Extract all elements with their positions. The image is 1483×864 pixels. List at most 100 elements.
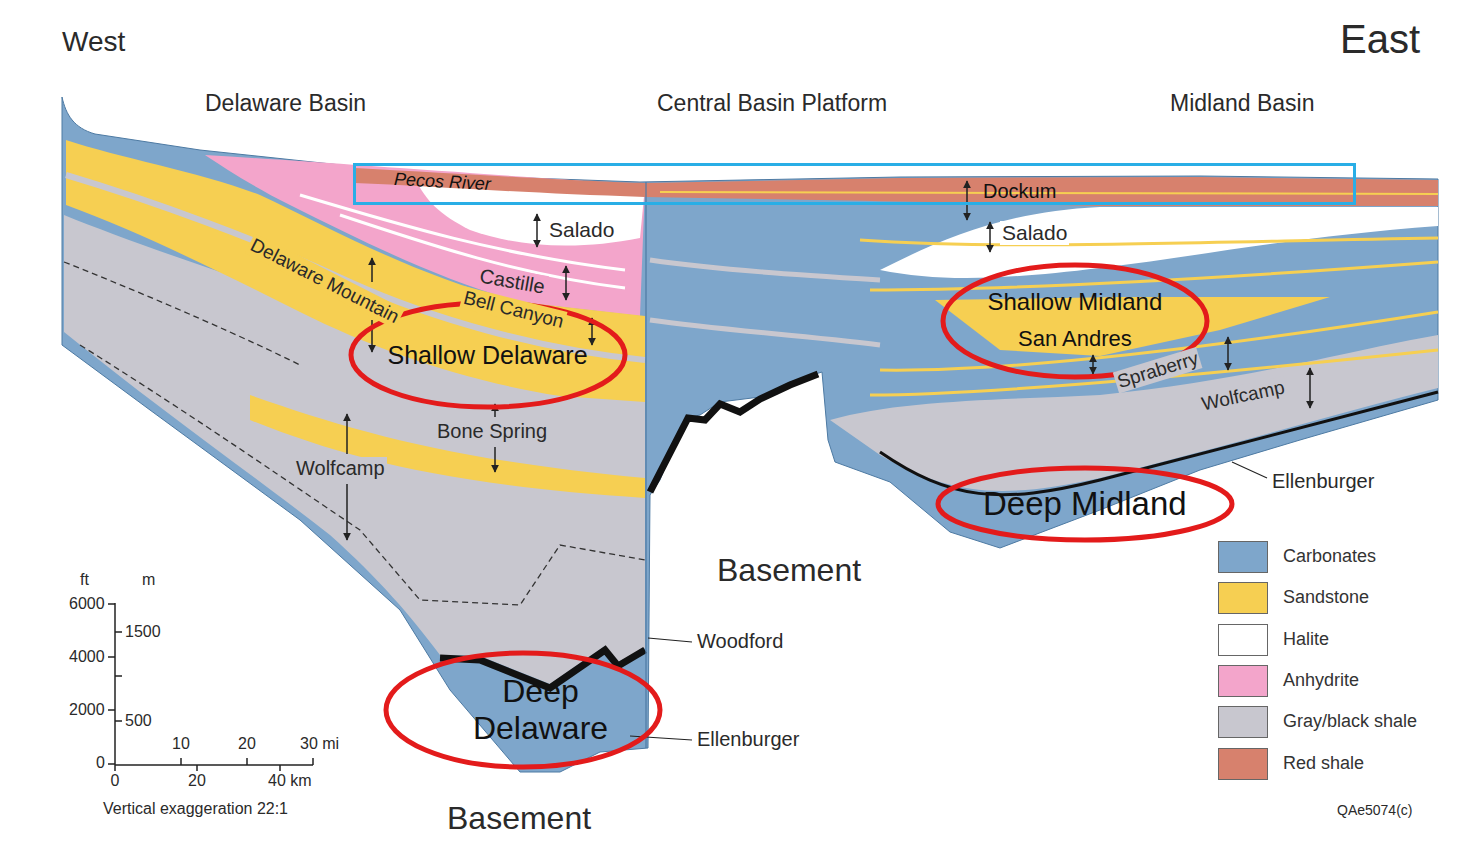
scale-tick	[115, 631, 122, 633]
direction-label: West	[62, 26, 125, 58]
sandstone-layer	[250, 395, 645, 498]
highlight-box: Pecos River Dockum	[353, 163, 1356, 205]
scale-tick	[108, 763, 115, 765]
scale-number: 1500	[125, 623, 161, 641]
thickness-arrow	[1309, 368, 1311, 408]
ellipse-outline	[386, 653, 660, 767]
legend-label: Sandstone	[1283, 587, 1369, 608]
scale-note: Vertical exaggeration 22:1	[103, 800, 288, 818]
scale-number: 20	[238, 735, 256, 753]
legend-label: Halite	[1283, 629, 1329, 650]
scale-number: 0	[96, 754, 105, 772]
thickness-arrow	[989, 222, 991, 252]
legend: CarbonatesSandstoneHaliteAnhydriteGray/b…	[1218, 541, 1458, 791]
legend-row: Red shale	[1218, 748, 1448, 782]
thickness-arrow	[1227, 337, 1229, 370]
figure-code: QAe5074(c)	[1337, 802, 1412, 818]
basement-label: Basement	[447, 800, 591, 837]
scale-bar	[108, 603, 313, 771]
region-label: Central Basin Platform	[657, 90, 887, 116]
legend-swatch	[1218, 624, 1268, 656]
legend-swatch	[1218, 665, 1268, 697]
ellipse-outline	[938, 468, 1232, 540]
legend-label: Gray/black shale	[1283, 711, 1417, 732]
scale-unit: m	[142, 571, 155, 589]
scale-tick	[279, 765, 281, 771]
formation-label: Ellenburger	[1272, 470, 1374, 493]
shale-stripe	[650, 320, 880, 345]
formation-label: Woodford	[697, 630, 783, 653]
woodford-shale	[650, 374, 818, 492]
legend-row: Anhydrite	[1218, 665, 1448, 699]
scale-number: 30 mi	[300, 735, 339, 753]
thickness-arrow	[536, 214, 538, 247]
sandstone-stripe	[860, 238, 1438, 245]
scale-tick	[108, 656, 115, 658]
scale-tick	[180, 758, 182, 765]
legend-row: Gray/black shale	[1218, 706, 1448, 740]
legend-swatch	[1218, 582, 1268, 614]
scale-unit: ft	[80, 571, 89, 589]
legend-swatch	[1218, 706, 1268, 738]
play-label: Shallow Midland	[988, 288, 1163, 316]
scale-number: 20	[188, 772, 206, 790]
scale-number: 500	[125, 712, 152, 730]
region-label: Midland Basin	[1170, 90, 1314, 116]
leader-line	[648, 638, 692, 642]
legend-label: Carbonates	[1283, 546, 1376, 567]
legend-swatch	[1218, 748, 1268, 780]
target-ellipse: Deep Midland	[935, 465, 1235, 543]
scale-number: 40 km	[268, 772, 312, 790]
thickness-arrow	[371, 258, 373, 282]
thickness-arrow	[346, 414, 348, 454]
leader-line	[1232, 462, 1267, 478]
scale-number: 2000	[69, 701, 105, 719]
thickness-arrow	[1092, 355, 1094, 374]
legend-label: Red shale	[1283, 753, 1364, 774]
thickness-arrow	[565, 266, 567, 300]
direction-label: East	[1340, 16, 1420, 62]
carbonate-layer	[62, 97, 1438, 772]
legend-row: Sandstone	[1218, 582, 1448, 616]
scale-number: 4000	[69, 648, 105, 666]
scale-tick	[312, 758, 314, 765]
region-label: Delaware Basin	[205, 90, 366, 116]
formation-label: Dockum	[983, 180, 1056, 203]
formation-label: Bone Spring	[435, 420, 549, 443]
formation-label: San Andres	[1018, 326, 1132, 351]
formation-label: Salado	[547, 218, 616, 242]
legend-label: Anhydrite	[1283, 670, 1359, 691]
basement-label: Basement	[717, 552, 861, 589]
play-label: Deep Midland	[983, 485, 1187, 523]
outline-shape	[356, 166, 1359, 208]
scale-axis	[114, 603, 116, 765]
woodford-shale	[880, 392, 1438, 495]
formation-label: Salado	[1000, 221, 1069, 245]
thickness-arrow	[346, 484, 348, 540]
formation-boundary	[80, 345, 645, 605]
scale-number: 10	[172, 735, 190, 753]
formation-label: Ellenburger	[697, 728, 799, 751]
scale-axis	[115, 764, 313, 766]
legend-swatch	[1218, 541, 1268, 573]
scale-tick	[108, 709, 115, 711]
formation-label: Wolfcamp	[294, 457, 387, 480]
thickness-arrow	[494, 447, 496, 472]
scale-tick	[108, 603, 115, 605]
shale-stripe	[650, 260, 880, 280]
scale-tick	[115, 720, 122, 722]
scale-tick	[196, 765, 198, 771]
scale-number: 0	[111, 772, 120, 790]
legend-row: Halite	[1218, 624, 1448, 658]
fault-line	[645, 182, 646, 748]
play-label: Shallow Delaware	[388, 341, 588, 370]
river-label: Pecos River	[393, 169, 491, 195]
scale-tick	[246, 758, 248, 765]
scale-tick	[114, 765, 116, 771]
legend-row: Carbonates	[1218, 541, 1448, 575]
formation-boundary	[64, 262, 300, 365]
scale-tick	[115, 675, 122, 677]
red-shale-layer	[355, 168, 1438, 206]
play-label: Deep Delaware	[456, 673, 626, 747]
